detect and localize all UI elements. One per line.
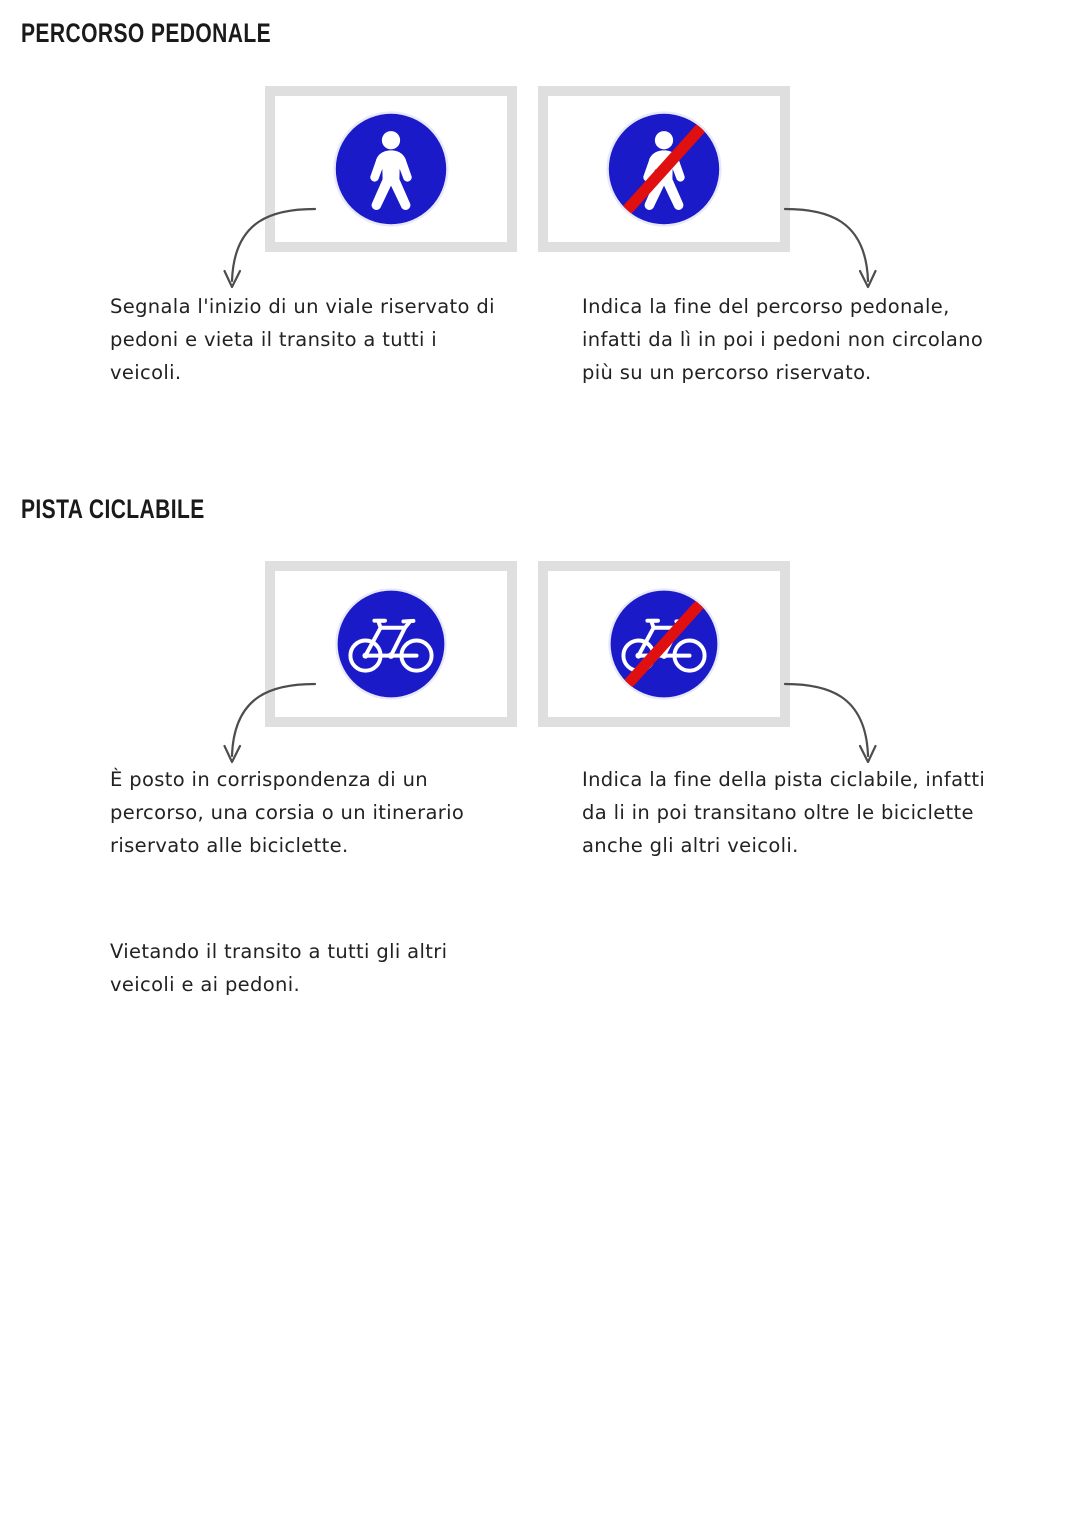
sign-frame-fine-percorso-pedonale — [538, 86, 790, 252]
fine-pista-ciclabile-sign — [548, 571, 780, 717]
pista-ciclabile-sign — [275, 571, 507, 717]
pedestrian-path-end-icon — [606, 111, 722, 227]
fine-percorso-pedonale-sign — [548, 96, 780, 242]
percorso-pedonale-sign — [275, 96, 507, 242]
curved-arrow-down-right-1 — [783, 207, 877, 289]
caption-fine-percorso-pedonale: Indica la fine del percorso pedonale, in… — [582, 295, 984, 384]
caption-fine-pista-ciclabile: Indica la fine della pista ciclabile, in… — [582, 768, 986, 857]
sign-frame-percorso-pedonale — [265, 86, 517, 252]
red-slash-stripe — [616, 117, 712, 221]
sign-frame-pista-ciclabile — [265, 561, 517, 727]
red-slash-stripe — [618, 593, 710, 695]
section-heading-pista-ciclabile: PISTA CICLABILE — [21, 494, 205, 524]
sign-frame-fine-pista-ciclabile — [538, 561, 790, 727]
bicycle-path-end-icon — [608, 588, 720, 700]
caption-pista-ciclabile-extra: Vietando il transito a tutti gli altri v… — [110, 940, 448, 996]
bicycle-path-icon — [335, 588, 447, 700]
caption-percorso-pedonale: Segnala l'inizio di un viale riservato d… — [110, 295, 495, 384]
section-heading-percorso-pedonale: PERCORSO PEDONALE — [21, 18, 272, 48]
caption-pista-ciclabile: È posto in corrispondenza di un percorso… — [110, 768, 465, 857]
pedestrian-path-icon — [333, 111, 449, 227]
